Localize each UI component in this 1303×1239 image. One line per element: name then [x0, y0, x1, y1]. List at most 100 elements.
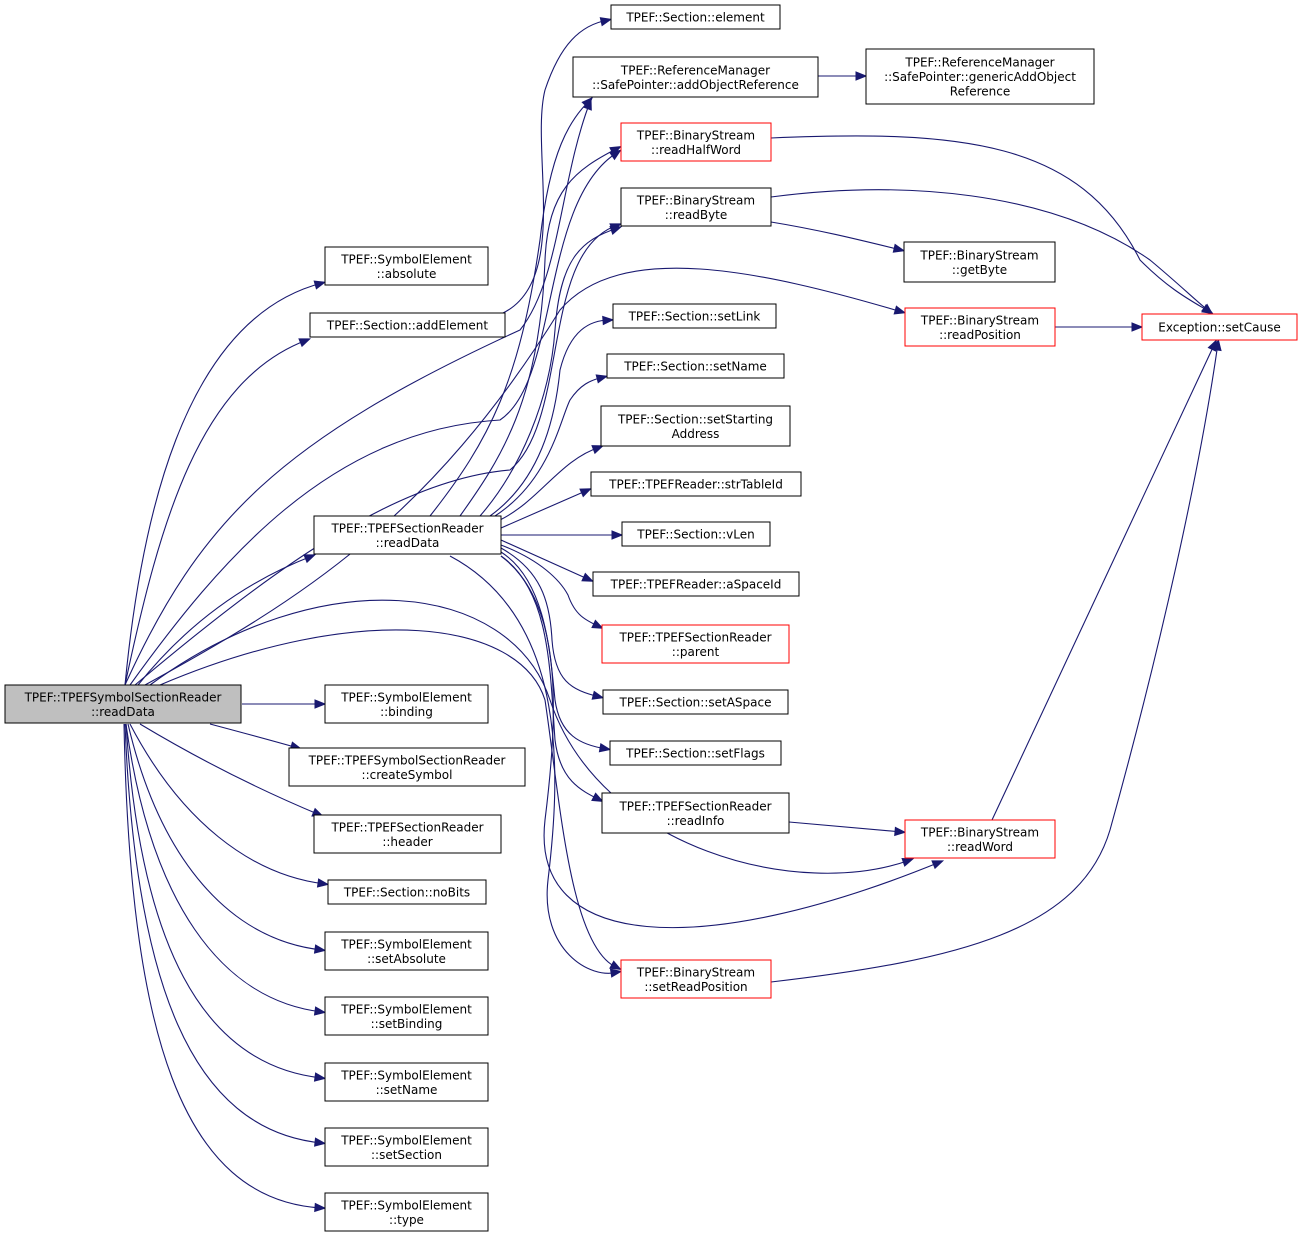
node-getByte[interactable]: TPEF::BinaryStream::getByte [903, 241, 1056, 283]
node-box [612, 303, 777, 329]
node-genericAddObjRef[interactable]: TPEF::ReferenceManager::SafePointer::gen… [865, 48, 1095, 105]
edge-arrowhead [591, 619, 604, 629]
node-box [324, 1062, 489, 1102]
edge-line [137, 555, 313, 686]
node-binding[interactable]: TPEF::SymbolElement::binding [324, 684, 489, 724]
node-setASpace[interactable]: TPEF::Section::setASpace [602, 689, 789, 715]
node-addObjRef[interactable]: TPEF::ReferenceManager::SafePointer::add… [572, 56, 819, 98]
edge-root-to-setBinding [125, 723, 327, 1016]
node-label-line: TPEF::Section::setFlags [625, 747, 765, 761]
edge-line [124, 101, 591, 686]
node-box [324, 246, 489, 286]
node-type[interactable]: TPEF::SymbolElement::type [324, 1192, 489, 1232]
node-strTableId[interactable]: TPEF::TPEFReader::strTableId [590, 471, 802, 497]
node-box [327, 879, 487, 905]
node-vLen[interactable]: TPEF::Section::vLen [621, 521, 771, 547]
edge-arrowhead [931, 860, 945, 870]
edge-root-to-symSetName [125, 723, 327, 1082]
node-setLink[interactable]: TPEF::Section::setLink [612, 303, 777, 329]
node-setBinding[interactable]: TPEF::SymbolElement::setBinding [324, 996, 489, 1036]
edge-secReadData-to-vLen [501, 530, 624, 540]
node-label-line: ::readWord [947, 840, 1013, 854]
edge-line [991, 342, 1216, 821]
node-label-line: ::SafePointer::addObjectReference [592, 78, 799, 92]
node-box [324, 931, 489, 971]
node-label-line: ::setSection [371, 1148, 442, 1162]
node-label-line: TPEF::TPEFSymbolSectionReader [24, 690, 222, 704]
node-box [601, 624, 790, 664]
node-label-line: Exception::setCause [1158, 321, 1280, 335]
edge-secReadData-to-aSpaceId [500, 539, 594, 582]
node-header[interactable]: TPEF::TPEFSectionReader::header [313, 814, 502, 854]
node-setReadPosition[interactable]: TPEF::BinaryStream::setReadPosition [620, 959, 772, 999]
node-box [904, 819, 1056, 859]
node-setCause[interactable]: Exception::setCause [1141, 313, 1298, 341]
node-box [324, 684, 489, 724]
edge-setReadPosition-to-setCause [770, 338, 1222, 983]
node-readWord[interactable]: TPEF::BinaryStream::readWord [904, 819, 1056, 859]
node-createSymbol[interactable]: TPEF::TPEFSymbolSectionReader::createSym… [288, 747, 526, 787]
node-noBits[interactable]: TPEF::Section::noBits [327, 879, 487, 905]
node-label-line: ::getByte [952, 263, 1007, 277]
node-label-line: TPEF::Section::setASpace [619, 696, 772, 710]
node-label-line: ::type [389, 1213, 424, 1227]
edge-arrowhead [609, 968, 623, 978]
edge-arrowhead [901, 857, 915, 867]
edge-secReadData-to-setLink [489, 315, 615, 517]
edge-line [139, 723, 321, 816]
node-setFlags[interactable]: TPEF::Section::setFlags [609, 740, 782, 766]
edge-line [500, 551, 608, 750]
node-setSection[interactable]: TPEF::SymbolElement::setSection [324, 1127, 489, 1167]
edge-readInfo-to-readWord [788, 821, 907, 837]
edge-line [123, 723, 323, 1209]
node-label-line: Reference [950, 85, 1010, 99]
node-label-line: ::SafePointer::genericAddObject [884, 70, 1076, 84]
edge-arrowhead [303, 554, 317, 564]
node-root[interactable]: TPEF::TPEFSymbolSectionReader::readData [4, 684, 242, 724]
edge-secReadData-to-setASpace [500, 547, 605, 700]
edge-arrowhead [894, 826, 907, 837]
edge-line [500, 544, 601, 628]
node-box [572, 56, 819, 98]
edge-arrowhead [313, 280, 327, 290]
node-setAbsolute[interactable]: TPEF::SymbolElement::setAbsolute [324, 931, 489, 971]
edge-line [125, 723, 323, 1013]
node-box [1141, 313, 1298, 341]
node-label-line: TPEF::Section::addElement [326, 319, 488, 333]
node-absolute[interactable]: TPEF::SymbolElement::absolute [324, 246, 489, 286]
node-readHalfWord[interactable]: TPEF::BinaryStream::readHalfWord [620, 122, 772, 162]
node-secReadData[interactable]: TPEF::TPEFSectionReader::readData [313, 515, 502, 555]
node-box [600, 405, 791, 447]
edge-line [124, 282, 323, 686]
node-readInfo[interactable]: TPEF::TPEFSectionReader::readInfo [601, 792, 790, 834]
node-label-line: ::setReadPosition [644, 980, 747, 994]
node-label-line: TPEF::SymbolElement [340, 937, 472, 951]
node-label-line: ::setBinding [371, 1017, 443, 1031]
node-element[interactable]: TPEF::Section::element [610, 4, 781, 30]
node-label-line: TPEF::TPEFSymbolSectionReader [308, 753, 506, 767]
node-secSetName[interactable]: TPEF::Section::setName [606, 353, 785, 379]
edge-arrowhead [1212, 338, 1222, 352]
node-box [592, 571, 800, 597]
node-readByte[interactable]: TPEF::BinaryStream::readByte [620, 187, 772, 227]
node-addElement[interactable]: TPEF::Section::addElement [309, 312, 506, 338]
node-readPosition[interactable]: TPEF::BinaryStream::readPosition [904, 307, 1056, 347]
node-label-line: ::parent [672, 645, 720, 659]
node-label-line: ::readData [91, 705, 155, 719]
node-aSpaceId[interactable]: TPEF::TPEFReader::aSpaceId [592, 571, 800, 597]
edge-root-to-absolute [124, 280, 327, 686]
node-label-line: TPEF::BinaryStream [920, 825, 1039, 839]
edge-arrowhead [599, 17, 613, 27]
node-symSetName[interactable]: TPEF::SymbolElement::setName [324, 1062, 489, 1102]
edge-arrowhead [611, 530, 624, 540]
edge-line [129, 151, 619, 686]
node-box [313, 814, 502, 854]
edge-arrowhead [313, 944, 327, 954]
edge-arrowhead [579, 488, 592, 498]
edge-root-to-binding [242, 699, 327, 709]
edge-root-to-setAbsolute [127, 723, 327, 954]
edge-readHalfWord-to-setCause [770, 135, 1214, 315]
edge-arrowhead [1131, 322, 1144, 332]
node-parent[interactable]: TPEF::TPEFSectionReader::parent [601, 624, 790, 664]
